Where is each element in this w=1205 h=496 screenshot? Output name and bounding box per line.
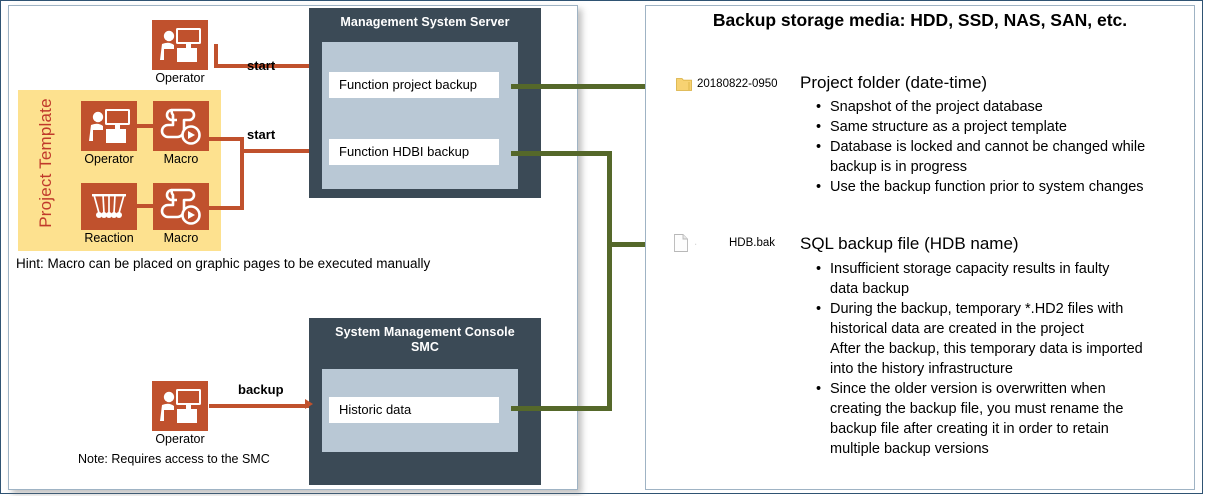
list-item: Use the backup function prior to system … — [812, 177, 1192, 197]
edge-label-start-1: start — [247, 58, 276, 73]
connector-macro-bus — [240, 137, 244, 210]
file-name-faint: . — [694, 236, 698, 248]
macro-top-label: Macro — [163, 152, 199, 166]
operator-template-label: Operator — [84, 152, 134, 166]
reaction-icon — [81, 183, 137, 230]
operator-template-icon — [81, 101, 137, 151]
macro-top-icon — [153, 101, 209, 151]
list-item-cont: backup file after creating it in order t… — [830, 421, 1109, 437]
connector-start2-line — [240, 149, 313, 153]
macro-bottom-label: Macro — [163, 231, 199, 245]
operator-top-label: Operator — [155, 71, 205, 85]
connector-operator-right — [214, 64, 245, 68]
edge-label-backup: backup — [238, 382, 284, 397]
edge-label-start-2: start — [247, 127, 276, 142]
function-hdbi-backup[interactable]: Function HDBI backup — [329, 139, 499, 165]
connector-macro-bottom — [208, 206, 244, 210]
green-connector-project — [511, 84, 663, 89]
management-system-server: Management System Server Function projec… — [309, 8, 541, 198]
folder-name: 20180822-0950 — [697, 78, 778, 90]
green-connector-bus — [607, 151, 612, 411]
project-template-label: Project Template — [36, 98, 55, 228]
green-connector-hdbi — [511, 151, 612, 156]
operator-smc-label: Operator — [155, 432, 205, 446]
mss-inner-panel — [322, 42, 518, 189]
connector-backup-arrow — [305, 399, 313, 409]
list-item-cont: backup is in progress — [830, 159, 968, 175]
list-item: Snapshot of the project database — [812, 97, 1192, 117]
list-item-cont: creating the backup file, you must renam… — [830, 401, 1124, 417]
smc-title-line1: System Management Console — [335, 325, 515, 339]
connector-start1-line — [241, 64, 313, 68]
sql-backup-bullets: Insufficient storage capacity results in… — [812, 259, 1192, 459]
file-icon — [674, 234, 688, 257]
connector-macro-top — [208, 137, 244, 141]
project-folder-heading: Project folder (date-time) — [800, 73, 988, 92]
list-item: Insufficient storage capacity results in… — [812, 259, 1192, 279]
list-item: Same structure as a project template — [812, 117, 1192, 137]
project-folder-bullets: Snapshot of the project database Same st… — [812, 97, 1192, 197]
list-item-cont: data backup — [830, 281, 910, 297]
sql-backup-heading: SQL backup file (HDB name) — [800, 234, 1019, 253]
folder-icon — [676, 77, 692, 96]
list-item: Database is locked and cannot be changed… — [812, 137, 1192, 157]
connector-operator-down — [214, 44, 218, 68]
green-connector-historic — [511, 406, 612, 411]
function-project-backup[interactable]: Function project backup — [329, 72, 499, 98]
list-item: During the backup, temporary *.HD2 files… — [812, 299, 1192, 319]
historic-data-box[interactable]: Historic data — [329, 397, 499, 423]
smc-title-line2: SMC — [410, 340, 440, 354]
file-name: HDB.bak — [729, 237, 776, 249]
hint-text: Hint: Macro can be placed on graphic pag… — [16, 256, 431, 271]
smc-note: Note: Requires access to the SMC — [78, 452, 270, 466]
list-item-cont: After the backup, this temporary data is… — [830, 341, 1143, 357]
page-title: Backup storage media: HDD, SSD, NAS, SAN… — [712, 10, 1128, 30]
operator-smc-icon — [152, 381, 208, 431]
management-system-server-title: Management System Server — [340, 15, 510, 29]
macro-bottom-icon — [153, 183, 209, 230]
list-item-cont: into the history infrastructure — [830, 361, 1013, 377]
connector-reaction-macro — [137, 204, 155, 208]
list-item: Since the older version is overwritten w… — [812, 379, 1192, 399]
connector-operator-macro — [137, 124, 155, 128]
connector-backup-line — [209, 404, 309, 408]
green-connector-file — [607, 242, 663, 247]
list-item-cont: historical data are created in the proje… — [830, 321, 1084, 337]
system-management-console: System Management Console SMC Historic d… — [309, 318, 541, 485]
right-panel — [645, 5, 1195, 490]
reaction-label: Reaction — [84, 231, 134, 245]
operator-top-icon — [152, 20, 208, 70]
list-item-cont: multiple backup versions — [830, 441, 989, 457]
